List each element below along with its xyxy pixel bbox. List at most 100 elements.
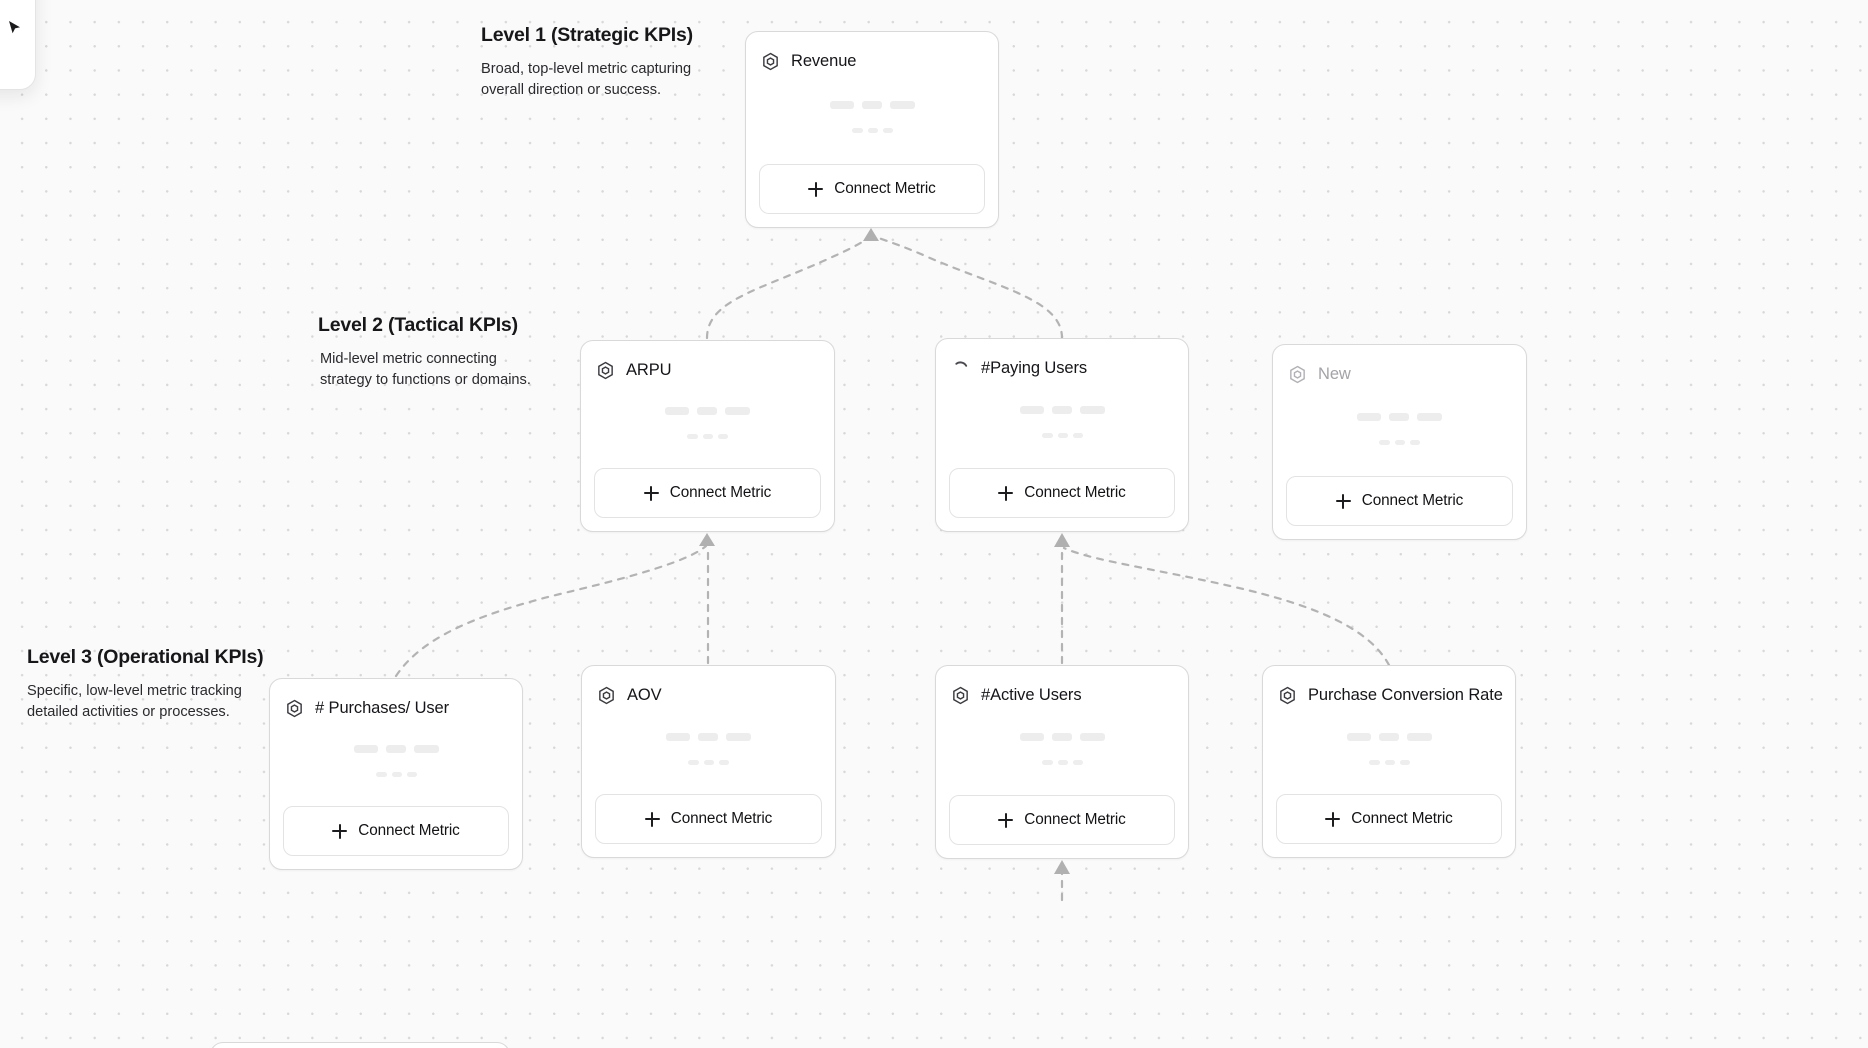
plus-icon — [644, 811, 660, 827]
loading-spinner-icon — [955, 361, 968, 367]
connect-metric-label: Connect Metric — [1351, 810, 1453, 827]
card-skeleton-body — [595, 709, 822, 794]
level-2-title: Level 2 (Tactical KPIs) — [318, 314, 518, 336]
connect-metric-label: Connect Metric — [670, 810, 773, 827]
connect-metric-button[interactable]: Connect Metric — [1286, 476, 1513, 526]
hexagon-metric-icon — [599, 686, 614, 705]
level-3-description: Specific, low-level metric tracking deta… — [27, 683, 242, 720]
connect-metric-button[interactable]: Connect Metric — [594, 468, 821, 518]
skeleton-bar — [1079, 406, 1105, 414]
skeleton-bar — [665, 407, 689, 415]
card-skeleton-body — [1286, 388, 1513, 476]
metric-card-offscreen-bottom-left[interactable] — [210, 1042, 510, 1048]
skeleton-bar — [1051, 733, 1072, 741]
skeleton-bar — [889, 100, 915, 109]
metric-card-active-users[interactable]: #Active Users Connect Metric — [935, 665, 1189, 859]
card-header: # Purchases/ User — [283, 692, 509, 722]
skeleton-row-secondary — [851, 127, 893, 133]
skeleton-row-primary — [1357, 413, 1442, 421]
skeleton-bar — [867, 127, 878, 133]
skeleton-bar — [353, 745, 378, 753]
metric-card-arpu[interactable]: ARPU Connect Metric — [580, 340, 835, 532]
skeleton-bar — [1384, 759, 1395, 765]
connect-metric-button[interactable]: Connect Metric — [759, 164, 985, 214]
skeleton-bar — [726, 732, 751, 741]
plus-icon — [1325, 811, 1341, 827]
plus-icon — [1335, 493, 1351, 509]
skeleton-bar — [1041, 433, 1053, 438]
hexagon-metric-icon — [763, 52, 778, 71]
skeleton-bar — [1406, 732, 1432, 741]
card-title: ARPU — [626, 361, 672, 379]
connect-metric-button[interactable]: Connect Metric — [949, 468, 1175, 518]
plus-icon — [808, 181, 824, 197]
skeleton-row-secondary — [688, 759, 729, 765]
metric-card-purchase-conversion-rate[interactable]: Purchase Conversion Rate Connect Metric — [1262, 665, 1516, 858]
connect-metric-label: Connect Metric — [358, 822, 460, 839]
skeleton-bar — [1051, 406, 1072, 414]
skeleton-bar — [882, 127, 893, 133]
skeleton-bar — [1019, 733, 1044, 741]
card-skeleton-body — [283, 722, 509, 806]
connect-metric-label: Connect Metric — [1024, 811, 1126, 828]
skeleton-bar — [1378, 732, 1399, 741]
skeleton-row-primary — [353, 745, 439, 753]
card-title: Revenue — [791, 52, 857, 70]
metric-card-aov[interactable]: AOV Connect Metric — [581, 665, 836, 858]
skeleton-bar — [1368, 759, 1380, 765]
connect-metric-button[interactable]: Connect Metric — [595, 794, 822, 844]
skeleton-bar — [861, 100, 882, 109]
level-1-annotation: Level 1 (Strategic KPIs) Broad, top-leve… — [481, 24, 696, 100]
metric-card-revenue[interactable]: Revenue Connect Metric — [745, 31, 999, 228]
skeleton-bar — [704, 759, 714, 765]
skeleton-row-primary — [665, 407, 750, 415]
card-header: AOV — [595, 679, 822, 709]
skeleton-bar — [406, 772, 417, 777]
plus-icon — [643, 485, 659, 501]
skeleton-bar — [1072, 760, 1083, 765]
skeleton-row-secondary — [1041, 433, 1083, 438]
skeleton-row-primary — [666, 732, 751, 741]
connect-metric-button[interactable]: Connect Metric — [1276, 794, 1502, 844]
skeleton-bar — [718, 434, 728, 439]
connect-metric-button[interactable]: Connect Metric — [283, 806, 509, 856]
plus-icon — [998, 485, 1014, 501]
card-header: #Paying Users — [949, 352, 1175, 382]
skeleton-row-secondary — [1379, 440, 1420, 445]
skeleton-row-secondary — [1368, 759, 1410, 765]
hexagon-metric-icon — [1280, 686, 1295, 705]
skeleton-bar — [1057, 760, 1068, 765]
skeleton-bar — [666, 732, 690, 741]
level-1-description: Broad, top-level metric capturing overal… — [481, 61, 692, 98]
level-1-title: Level 1 (Strategic KPIs) — [481, 24, 693, 46]
floating-corner-panel[interactable] — [0, 0, 36, 90]
skeleton-bar — [719, 759, 729, 765]
card-title: New — [1318, 365, 1351, 383]
card-header: ARPU — [594, 354, 821, 384]
skeleton-bar — [1395, 440, 1405, 445]
level-2-description: Mid-level metric connecting strategy to … — [320, 351, 531, 388]
skeleton-row-primary — [1019, 406, 1105, 414]
skeleton-bar — [851, 127, 863, 133]
metric-card-paying-users[interactable]: #Paying Users Connect Metric — [935, 338, 1189, 532]
level-3-title: Level 3 (Operational KPIs) — [27, 646, 264, 668]
card-skeleton-body — [759, 75, 985, 164]
card-title: AOV — [627, 686, 662, 704]
metric-card-purchases-per-user[interactable]: # Purchases/ User Connect Metric — [269, 678, 523, 870]
card-header: Revenue — [759, 45, 985, 75]
card-header: New — [1286, 358, 1513, 388]
skeleton-bar — [725, 407, 750, 415]
skeleton-bar — [385, 745, 406, 753]
card-skeleton-body — [1276, 709, 1502, 794]
skeleton-bar — [1379, 440, 1390, 445]
plus-icon — [998, 812, 1014, 828]
hexagon-metric-icon — [1290, 365, 1305, 384]
metric-card-new[interactable]: New Connect Metric — [1272, 344, 1527, 540]
skeleton-bar — [687, 434, 698, 439]
connect-metric-button[interactable]: Connect Metric — [949, 795, 1175, 845]
level-2-annotation: Level 2 (Tactical KPIs) Mid-level metric… — [318, 314, 535, 390]
card-header: Purchase Conversion Rate — [1276, 679, 1503, 709]
skeleton-bar — [1346, 732, 1371, 741]
skeleton-row-primary — [1346, 732, 1432, 741]
